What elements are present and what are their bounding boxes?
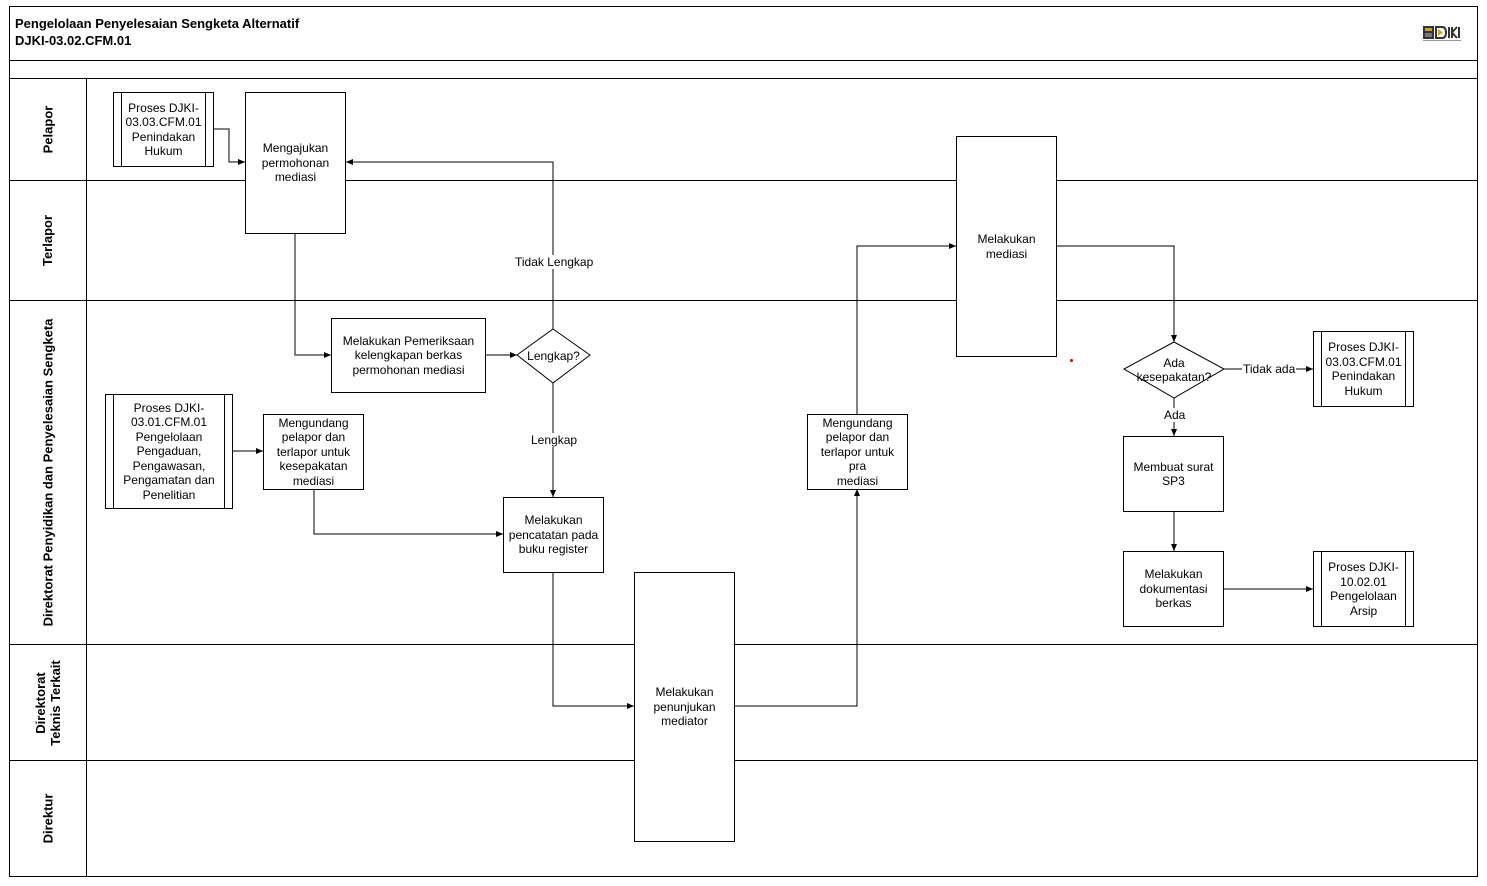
step-pemeriksaan-kelengkapan: Melakukan Pemeriksaan kelengkapan berkas… [331,318,486,393]
edge-label-tidak-lengkap: Tidak Lengkap [514,255,594,269]
step-dokumentasi-berkas: Melakukan dokumentasi berkas [1123,551,1224,627]
red-marker-dot [1070,359,1073,362]
process-pengelolaan-pengaduan: Proses DJKI- 03.01.CFM.01 Pengelolaan Pe… [105,394,233,509]
edge-label-ada: Ada [1163,408,1186,422]
process-pengelolaan-arsip: Proses DJKI- 10.02.01 Pengelolaan Arsip [1313,551,1414,627]
process-penindakan-hukum-2: Proses DJKI- 03.03.CFM.01 Penindakan Huk… [1313,331,1414,407]
edge-pencatatan-to-penunjukan [553,572,634,706]
step-pencatatan-register: Melakukan pencatatan pada buku register [503,497,604,573]
lane-label-direktorat-teknis: Direktorat Teknis Terkait [10,645,86,760]
diagram-title: Pengelolaan Penyelesaian Sengketa Altern… [15,16,299,32]
edge-pra-to-mediasi [857,246,956,414]
process-penindakan-hukum-1: Proses DJKI- 03.03.CFM.01 Penindakan Huk… [113,92,214,167]
decision-lengkap: Lengkap? [517,329,590,383]
diagram-code: DJKI-03.02.CFM.01 [15,33,131,49]
edge-label-lengkap: Lengkap [530,433,578,447]
edge-label-tidak-ada: Tidak ada [1242,362,1296,376]
step-penunjukan-mediator: Melakukan penunjukan mediator [634,572,735,842]
lane-label-pelapor: Pelapor [10,79,86,180]
lane-label-direktur: Direktur [10,761,86,876]
lane-label-direktorat-penyidikan: Direktorat Penyidikan dan Penyelesaian S… [10,301,86,644]
edge-proc-to-mengajukan [214,129,245,162]
step-mengundang-kesepakatan: Mengundang pelapor dan terlapor untuk ke… [263,414,364,490]
edge-penunjukan-to-pra [734,489,857,706]
step-mengundang-pra-mediasi: Mengundang pelapor dan terlapor untuk pr… [807,414,908,490]
djki-logo-icon [1422,24,1462,42]
lane-label-terlapor: Terlapor [10,181,86,300]
step-melakukan-mediasi: Melakukan mediasi [956,136,1057,357]
edge-mengundang-to-pencatatan [314,489,503,534]
step-membuat-sp3: Membuat surat SP3 [1123,436,1224,512]
decision-ada-kesepakatan: Ada kesepakatan? [1124,342,1224,398]
step-mengajukan-permohonan: Mengajukan permohonan mediasi [245,92,346,234]
edge-mediasi-to-kesepakatan [1056,246,1174,342]
edge-tidak-lengkap [346,162,553,329]
edge-mengajukan-to-pemeriksaan [295,233,331,355]
